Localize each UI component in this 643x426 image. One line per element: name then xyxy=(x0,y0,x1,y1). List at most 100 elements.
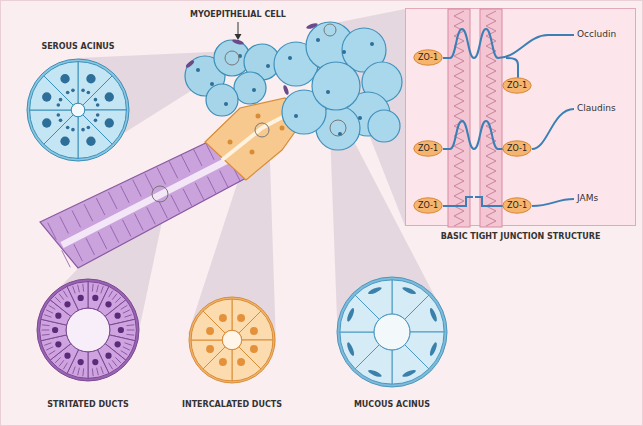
jam-strand xyxy=(443,197,504,206)
striation xyxy=(55,357,60,362)
striation xyxy=(127,330,135,331)
secretory-granule xyxy=(57,113,61,117)
secretory-granule xyxy=(87,126,91,130)
acinar-cell xyxy=(392,345,429,384)
zo1-protein: ZO-1 xyxy=(502,140,532,157)
cell-nucleus xyxy=(237,358,245,366)
striated-duct-section: STRITATED DUCTS xyxy=(36,278,140,382)
secretory-granule xyxy=(81,128,85,132)
node-label: ZO-1 xyxy=(418,201,438,210)
striation xyxy=(73,367,76,374)
duct-lumen xyxy=(222,112,292,160)
cell-nucleus xyxy=(105,118,114,127)
cell-nucleus xyxy=(115,313,121,319)
protein-label: Occludin xyxy=(577,29,616,39)
node-label: MUCOUS ACINUS xyxy=(354,400,430,409)
striation xyxy=(49,351,56,355)
cell-nucleus xyxy=(402,286,417,296)
mucous-acinus: MUCOUS ACINUS xyxy=(336,276,448,388)
pointer-label: MYOEPITHELIAL CELL xyxy=(190,10,286,19)
striation xyxy=(112,360,117,366)
cell-nucleus xyxy=(86,137,95,146)
lumen xyxy=(222,330,241,349)
acinus-outline xyxy=(36,278,140,382)
acinus-outline xyxy=(188,296,276,384)
duct-cell-line xyxy=(110,226,119,243)
cell-nucleus xyxy=(206,327,214,335)
basement-ring xyxy=(189,297,275,383)
zo1-protein: ZO-1 xyxy=(502,197,532,214)
cell-nucleus xyxy=(367,369,382,379)
secretory-granule xyxy=(59,98,63,102)
cell-nucleus xyxy=(219,358,227,366)
striation xyxy=(78,285,80,293)
duct-cell-line xyxy=(60,217,69,234)
claudin-leader xyxy=(532,109,574,149)
striation xyxy=(101,367,104,374)
basement-ring xyxy=(37,279,139,381)
secretory-granule xyxy=(94,119,98,123)
node-label: SEROUS ACINUS xyxy=(41,42,114,51)
cell-nucleus xyxy=(64,301,70,307)
cell-nucleus xyxy=(250,345,258,353)
oval-shape xyxy=(503,77,531,92)
cell-nucleus xyxy=(86,74,95,83)
cell-nucleus xyxy=(250,327,258,335)
duct-cell-line xyxy=(195,183,204,200)
striation xyxy=(125,315,132,318)
node-label: ZO-1 xyxy=(418,53,438,62)
node-label: ZO-1 xyxy=(418,144,438,153)
acinar-cell xyxy=(239,311,273,340)
zo1-protein: ZO-1 xyxy=(502,77,532,94)
secretory-granule xyxy=(66,91,70,95)
striation xyxy=(46,347,53,350)
duct-cell-line xyxy=(84,204,93,221)
duct-cell-line xyxy=(169,161,178,178)
cell-nucleus xyxy=(42,92,51,101)
cell-nucleus xyxy=(346,307,356,322)
secretory-granule xyxy=(96,113,100,117)
acinar-nuclei xyxy=(196,38,374,136)
cell-nucleus xyxy=(219,314,227,322)
duct-cell-line xyxy=(74,244,83,261)
pointer-line xyxy=(238,22,239,36)
striation xyxy=(82,368,84,376)
cell-nucleus xyxy=(55,313,61,319)
striation xyxy=(97,368,99,376)
striation xyxy=(125,343,132,346)
oval-shape xyxy=(414,140,442,155)
striation xyxy=(97,285,99,293)
cell-nucleus xyxy=(105,92,114,101)
cell-nucleus xyxy=(60,137,69,146)
striation xyxy=(112,294,117,300)
secretory-granule xyxy=(66,126,70,130)
striation xyxy=(115,297,120,302)
node-label: ZO-1 xyxy=(507,81,527,90)
secretory-granule xyxy=(94,98,98,102)
secretory-granule xyxy=(81,89,85,93)
node-label: ZO-1 xyxy=(507,201,527,210)
zo1-protein: ZO-1 xyxy=(413,140,443,157)
zoom-spots xyxy=(152,24,346,202)
duct-cell-line xyxy=(171,195,180,212)
striation xyxy=(59,360,64,366)
secretory-granule xyxy=(87,91,91,95)
node-label: INTERCALATED DUCTS xyxy=(182,400,282,409)
oval-shape xyxy=(503,140,531,155)
basement-ring xyxy=(337,277,447,387)
striation xyxy=(63,363,67,370)
duct-cell-line xyxy=(121,186,130,203)
serous-acinus: SEROUS ACINUS xyxy=(26,58,130,162)
duct-cell-line xyxy=(86,238,95,255)
cell-nucleus xyxy=(118,327,124,333)
duct-cell-line xyxy=(133,180,142,197)
junction-drawing xyxy=(406,9,637,227)
cell-nucleus xyxy=(429,307,439,322)
secretory-granule xyxy=(96,103,100,107)
striation xyxy=(63,291,67,298)
striation xyxy=(92,368,94,376)
node-label: ZO-1 xyxy=(507,144,527,153)
striation xyxy=(123,310,130,313)
occludin-strand xyxy=(443,29,574,58)
